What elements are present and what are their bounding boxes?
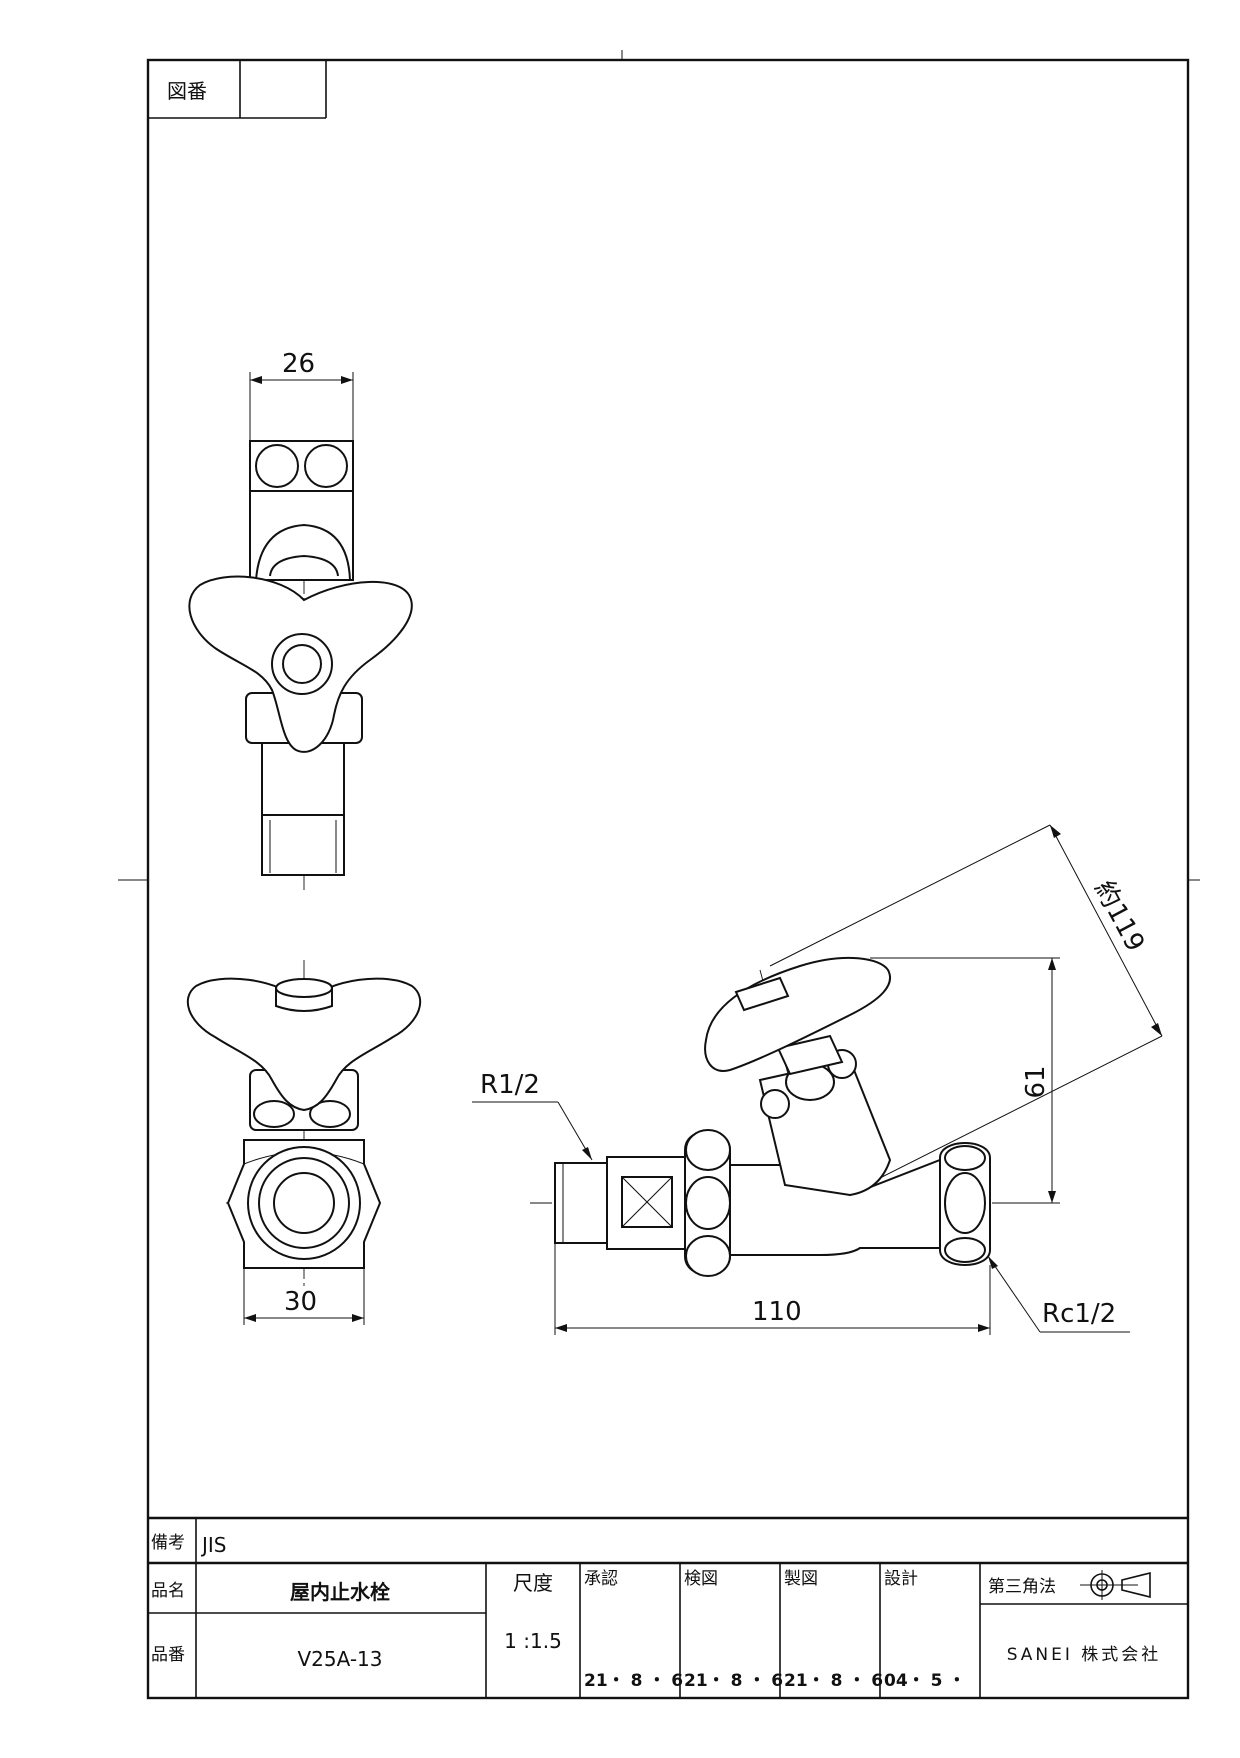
dim-diagonal-label: 約119 (1088, 876, 1150, 957)
drawn-label: 製図 (784, 1569, 818, 1589)
company-name: SANEI 株式会社 (1007, 1645, 1162, 1665)
dim-top-width: 26 (249, 349, 354, 440)
scale-value: 1 :1.5 (504, 1629, 562, 1653)
checked-label: 検図 (684, 1569, 718, 1589)
drawn-date: 21・ 8 ・ 6 (784, 1671, 883, 1691)
drawing-number-box: 図番 (148, 60, 327, 119)
top-view (188, 440, 413, 890)
inlet-thread-label: R1/2 (480, 1070, 540, 1100)
third-angle-projection-icon (1080, 1570, 1151, 1600)
dim-length-label: 110 (752, 1297, 802, 1327)
callout-inlet-thread: R1/2 (472, 1070, 593, 1161)
dim-top-width-label: 26 (282, 349, 315, 379)
design-date: 04・ 5 ・ (884, 1671, 965, 1691)
scale-label: 尺度 (513, 1571, 553, 1595)
sheet-border (146, 58, 1190, 1700)
dim-height-label: 61 (1021, 1065, 1051, 1098)
approved-date: 21・ 8 ・ 6 (584, 1671, 683, 1691)
product-number-label: 品番 (151, 1645, 185, 1665)
dim-height: 61 (870, 957, 1060, 1204)
side-view (530, 956, 1010, 1277)
dim-bottom-width: 30 (243, 1268, 365, 1325)
remarks-label: 備考 (151, 1533, 185, 1553)
callout-outlet-thread: Rc1/2 (987, 1255, 1130, 1333)
outlet-thread-label: Rc1/2 (1042, 1299, 1116, 1329)
title-block: 備考 JIS 品名 屋内止水栓 品番 V25A-13 尺度 1 :1.5 承認 … (148, 1516, 1188, 1698)
projection-label: 第三角法 (988, 1577, 1056, 1597)
front-view (186, 960, 422, 1290)
product-name-label: 品名 (151, 1581, 185, 1601)
dim-length: 110 (554, 1243, 991, 1335)
remarks-value: JIS (200, 1533, 227, 1557)
drawing-number-label: 図番 (167, 79, 207, 103)
product-number-value: V25A-13 (297, 1647, 382, 1671)
approved-label: 承認 (584, 1569, 618, 1589)
design-label: 設計 (884, 1569, 918, 1589)
dim-bottom-width-label: 30 (284, 1287, 317, 1317)
product-name-value: 屋内止水栓 (290, 1580, 390, 1604)
checked-date: 21・ 8 ・ 6 (684, 1671, 783, 1691)
